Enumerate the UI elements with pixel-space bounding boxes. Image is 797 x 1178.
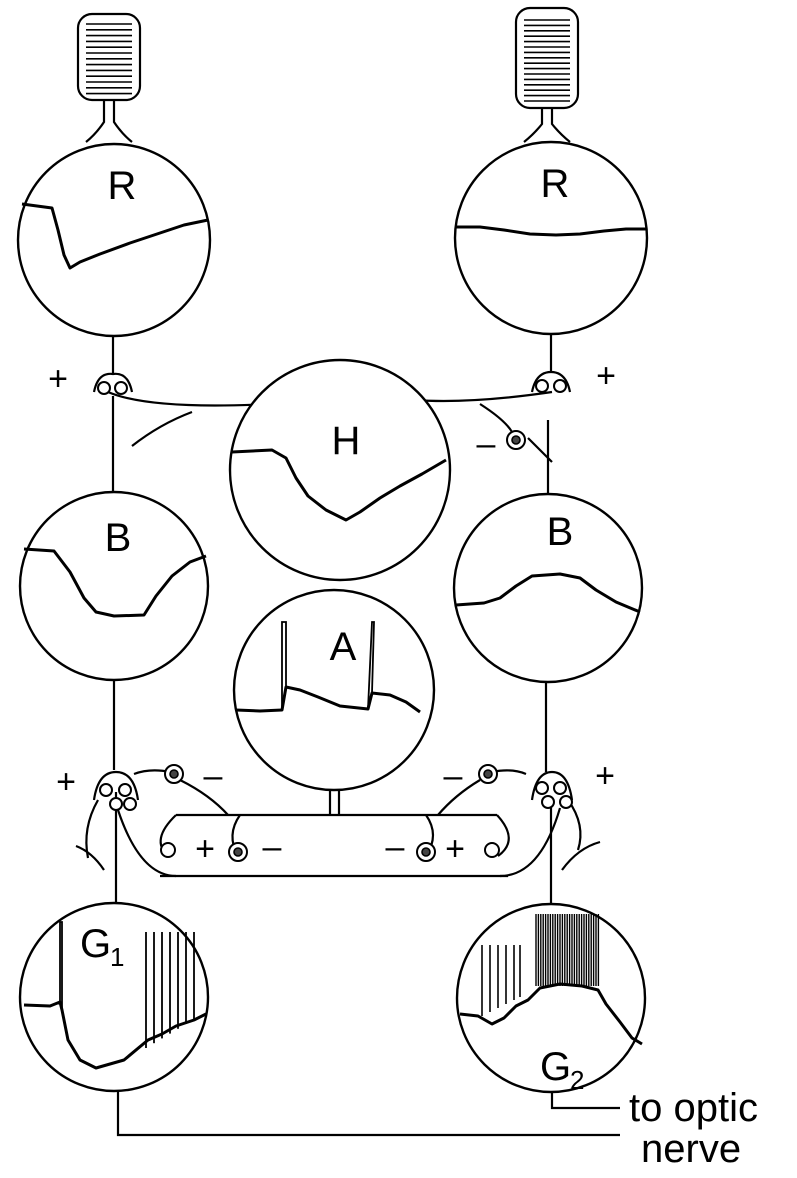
bipolar-left-trace [23, 547, 207, 618]
bipolar-right-trace [455, 572, 641, 614]
receptor-left-trace [21, 202, 209, 270]
sign-mid-left-plus: + [195, 830, 215, 868]
bipolar-cell-right: B [452, 492, 644, 684]
receptor-right-trace [456, 225, 646, 237]
sign-a-left: – [204, 757, 223, 795]
receptor-cell-right: R [453, 140, 649, 336]
outer-segment-right [514, 6, 580, 143]
sign-mid-right-minus: – [386, 828, 405, 866]
ganglion-right-subscript: 2 [570, 1065, 584, 1095]
synapse-signs: + + – + – – + + – – + [48, 357, 616, 868]
sign-b-left-g: + [56, 763, 76, 801]
outer-segment-left [76, 12, 142, 143]
amacrine-cell: A [232, 588, 436, 792]
horizontal-cell: H [228, 358, 452, 582]
sign-mid-right-plus: + [445, 830, 465, 868]
amacrine-trace [235, 685, 421, 714]
sign-r-right-b: + [596, 357, 616, 395]
sign-a-right: – [444, 757, 463, 795]
receptor-cell-left: R [16, 142, 212, 338]
synapses [92, 370, 574, 862]
horizontal-trace [231, 448, 447, 522]
bipolar-right-label: B [547, 510, 574, 554]
receptor-left-label: R [108, 164, 137, 208]
sign-h-r-right: – [477, 425, 496, 463]
optic-nerve-label: to optic nerve [629, 1086, 758, 1171]
ganglion-right-letter: G [540, 1045, 571, 1089]
ganglion-cell-left: G 1 [18, 901, 210, 1093]
optic-nerve-line2: nerve [641, 1127, 741, 1171]
sign-r-left-b: + [48, 360, 68, 398]
sign-mid-left-minus: – [263, 828, 282, 866]
sign-b-right-g: + [595, 757, 615, 795]
amacrine-label: A [330, 625, 357, 669]
receptor-right-label: R [541, 162, 570, 206]
optic-nerve-line1: to optic [629, 1086, 758, 1130]
horizontal-label: H [332, 419, 361, 463]
bipolar-cell-left: B [18, 490, 210, 682]
ganglion-cell-right: G 2 [455, 902, 647, 1095]
bipolar-left-label: B [105, 516, 132, 560]
ganglion-left-subscript: 1 [110, 942, 124, 972]
ganglion-left-letter: G [80, 922, 111, 966]
circuit-wiring [75, 334, 620, 1137]
